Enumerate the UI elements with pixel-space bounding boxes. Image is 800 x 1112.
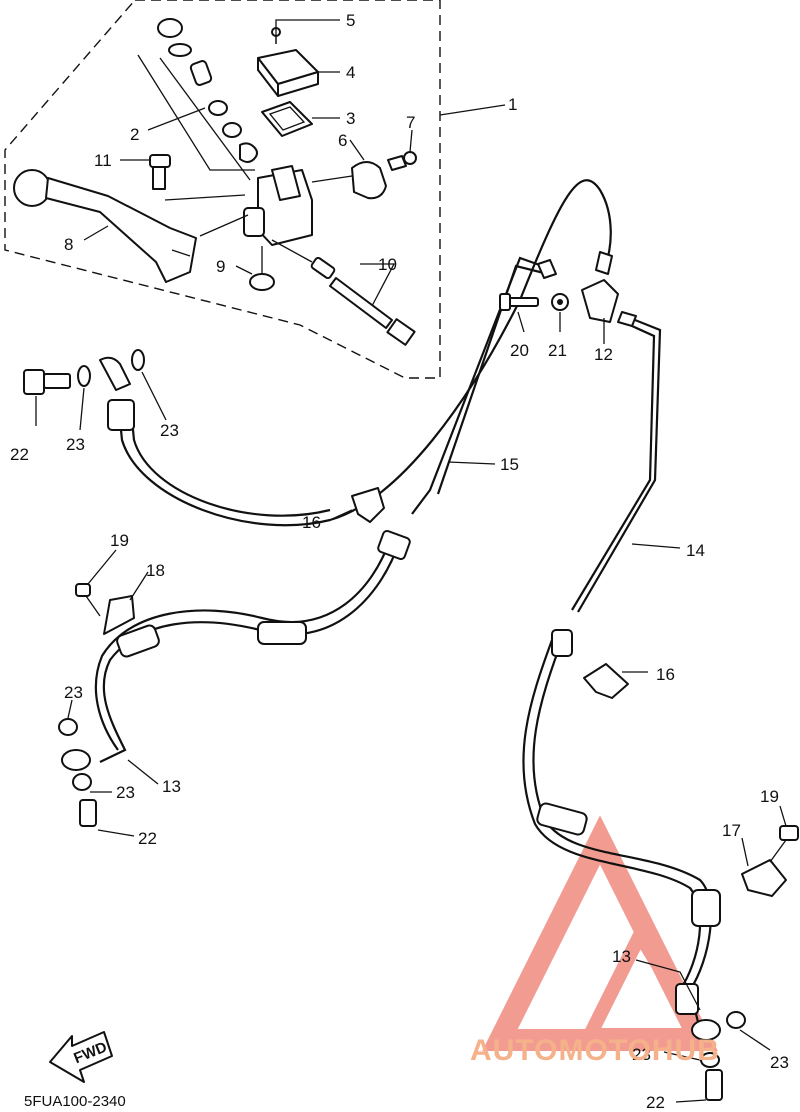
callouts: 5 4 3 1 7 6 2 11 8 9 10 20 21 12 22 23 2…: [10, 11, 789, 1112]
brake-hose-13-right: [532, 639, 712, 1031]
callout-11: 11: [94, 151, 112, 170]
brake-switch: [271, 239, 416, 346]
diagram-code: 5FUA100-2340: [24, 1093, 126, 1110]
callout-1: 1: [508, 95, 517, 114]
callout-12: 12: [594, 345, 613, 364]
brake-hose-upper: [116, 179, 612, 527]
brake-hose-13-left: [99, 539, 402, 763]
callout-22-right: 22: [646, 1093, 665, 1112]
callout-19-left: 19: [110, 531, 129, 550]
callout-18: 18: [146, 561, 165, 580]
callout-7: 7: [406, 113, 415, 132]
callout-16-right: 16: [656, 665, 675, 684]
callout-5: 5: [346, 11, 355, 30]
callout-23-left-b: 23: [116, 783, 135, 802]
callout-22-left: 22: [138, 829, 157, 848]
brake-joint: [581, 279, 619, 323]
callout-3: 3: [346, 109, 355, 128]
assembly-dashed-outline: [4, 0, 441, 379]
callout-19-right: 19: [760, 787, 779, 806]
callout-9: 9: [216, 257, 225, 276]
hose-guide-16-right: [583, 663, 629, 699]
leader-lines: [35, 19, 787, 1103]
callout-22-top: 22: [10, 445, 29, 464]
master-cylinder-assembly: [13, 18, 417, 346]
callout-14: 14: [686, 541, 705, 560]
callout-23-top-b: 23: [160, 421, 179, 440]
callout-13-left: 13: [162, 777, 181, 796]
callout-23-right-b: 23: [632, 1045, 651, 1064]
watermark-text: AUTOMOTOHUB: [470, 1034, 720, 1067]
callout-2: 2: [130, 125, 139, 144]
callout-23-left-a: 23: [64, 683, 83, 702]
hose-guide-16-top: [351, 487, 385, 523]
callout-17: 17: [722, 821, 741, 840]
callout-21: 21: [548, 341, 567, 360]
forward-arrow: FWD: [49, 1031, 113, 1083]
callout-16-top: 16: [302, 513, 321, 532]
callout-6: 6: [338, 131, 347, 150]
callout-8: 8: [64, 235, 73, 254]
callout-20: 20: [510, 341, 529, 360]
brake-pipe-15: [411, 256, 549, 515]
callout-15: 15: [500, 455, 519, 474]
brake-pipe-14: [577, 316, 662, 613]
callout-4: 4: [346, 63, 355, 82]
callout-23-top-a: 23: [66, 435, 85, 454]
brake-lever: [13, 169, 197, 283]
callout-23-right-a: 23: [770, 1053, 789, 1072]
callout-10: 10: [378, 255, 397, 274]
union-bolt-top: [23, 349, 145, 431]
callout-13-right: 13: [612, 947, 631, 966]
watermark: [482, 815, 718, 1051]
